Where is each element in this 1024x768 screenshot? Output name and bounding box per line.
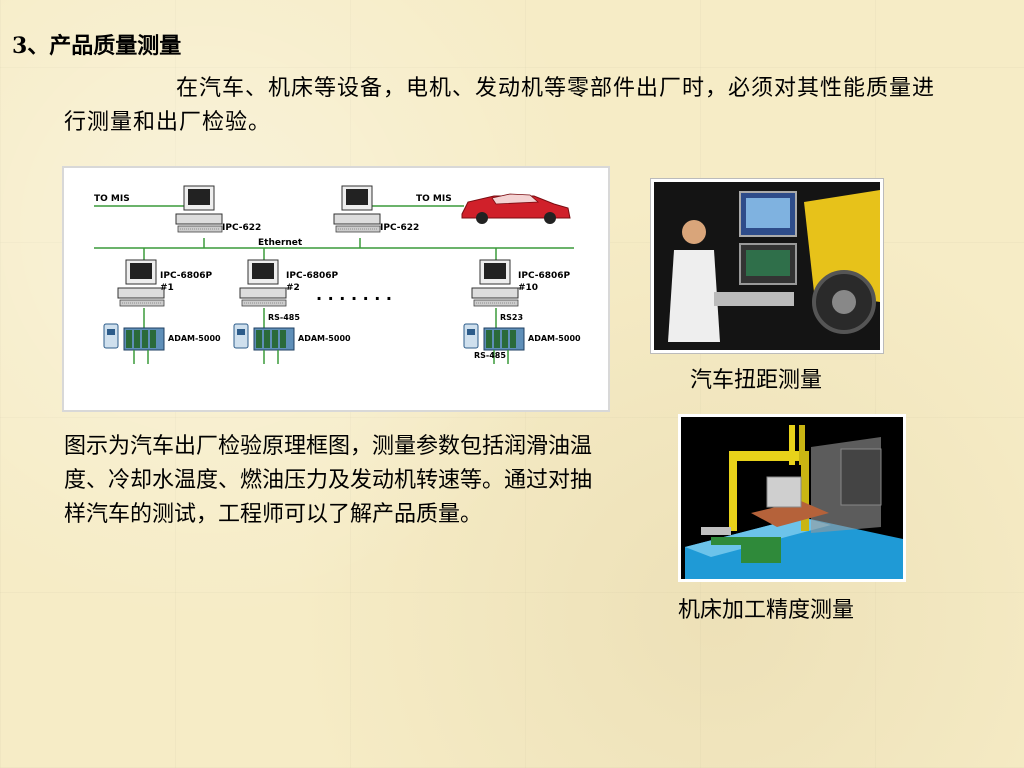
node3-num-label: #10: [518, 283, 538, 293]
description-paragraph: 图示为汽车出厂检验原理框图，测量参数包括润滑油温度、冷却水温度、燃油压力及发动机…: [64, 434, 593, 527]
rs485-right-label: RS-485: [474, 351, 506, 360]
to-mis-right-label: TO MIS: [416, 194, 452, 204]
network-diagram: TO MIS TO MIS IPC-622 IPC-622 Ethernet I…: [62, 166, 610, 412]
node-pc-2: [239, 259, 287, 307]
to-mis-left-label: TO MIS: [94, 194, 130, 204]
adam1-label: ADAM-5000: [168, 334, 221, 343]
node2-model-label: IPC-6806P: [286, 271, 339, 281]
adam-module-1: [103, 323, 165, 365]
rs23-label: RS23: [500, 313, 523, 322]
machine-cad-illustration: [681, 417, 903, 579]
adam-module-2: [233, 323, 295, 365]
rs485-mid-label: RS-485: [268, 313, 300, 322]
server-right-label: IPC-622: [380, 223, 419, 233]
intro-paragraph: 在汽车、机床等设备，电机、发动机等零部件出厂时，必须对其性能质量进行测量和出厂检…: [64, 76, 936, 135]
node1-model-label: IPC-6806P: [160, 271, 213, 281]
machine-precision-image: [678, 414, 906, 582]
car-icon: [461, 193, 571, 224]
machine-caption: 机床加工精度测量: [678, 598, 855, 623]
node2-num-label: #2: [286, 283, 300, 293]
torque-photo-illustration: [654, 182, 880, 350]
adam2-label: ADAM-5000: [298, 334, 351, 343]
torque-caption: 汽车扭距测量: [690, 368, 823, 393]
node3-model-label: IPC-6806P: [518, 271, 571, 281]
server-pc-right: [333, 185, 381, 233]
node-pc-1: [117, 259, 165, 307]
server-pc-left: [175, 185, 223, 233]
network-diagram-svg: TO MIS TO MIS IPC-622 IPC-622 Ethernet I…: [94, 185, 581, 365]
ethernet-label: Ethernet: [258, 238, 303, 248]
ellipsis-label: · · · · · · ·: [316, 289, 392, 308]
node-pc-10: [471, 259, 519, 307]
torque-measurement-photo: [650, 178, 884, 354]
node1-num-label: #1: [160, 283, 174, 293]
slide-heading: 3、产品质量测量: [12, 33, 182, 59]
adam3-label: ADAM-5000: [528, 334, 581, 343]
server-left-label: IPC-622: [222, 223, 261, 233]
